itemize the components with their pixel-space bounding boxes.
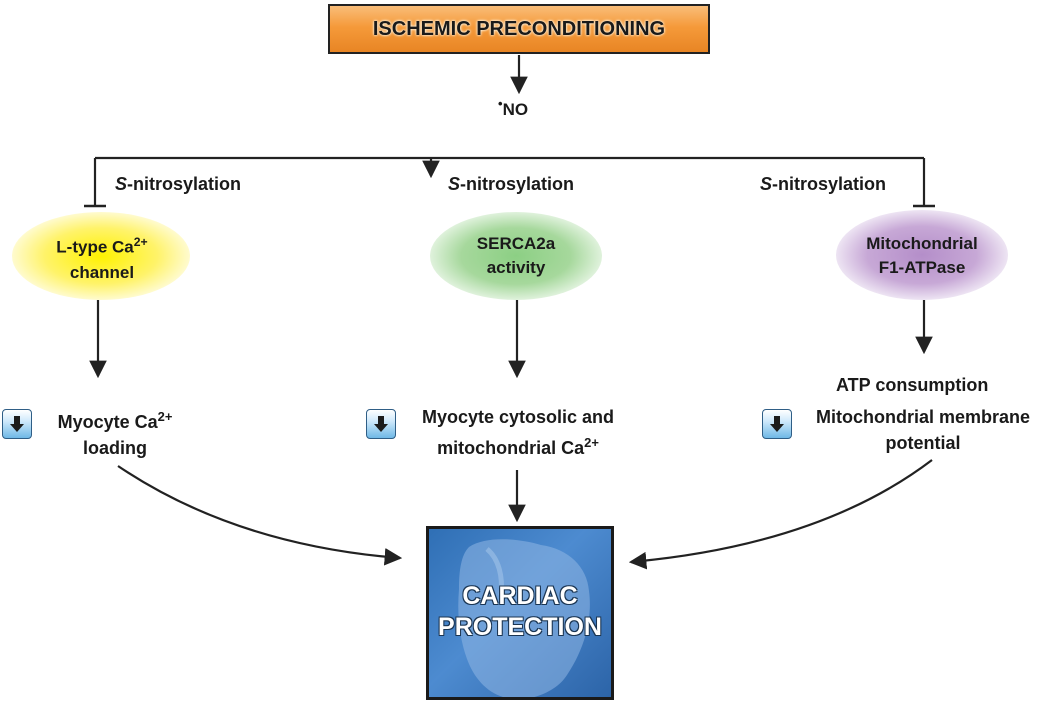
myocyte-cytosolic-mitochondrial-calcium-label: Myocyte cytosolic and mitochondrial Ca2+ [421, 407, 615, 458]
arrow-right-to-protection [628, 459, 933, 570]
serca2a-blob [430, 212, 602, 300]
mitochondrial-membrane-potential-label: Mitochondrial membrane potential [815, 407, 1031, 453]
myocyte-calcium-loading-label: Myocyte Ca2+ loading [57, 409, 173, 458]
nitric-oxide-label: •NO [498, 96, 529, 119]
s-nitrosylation-label-right: S-nitrosylation [760, 174, 887, 194]
s-nitrosylation-label-middle: S-nitrosylation [448, 174, 575, 194]
down-arrow-icon [762, 409, 792, 439]
l-type-calcium-channel-label: L-type Ca2+ channel [56, 235, 148, 282]
ischemic-preconditioning-label: ISCHEMIC PRECONDITIONING [372, 17, 666, 40]
mitochondrial-f1-atpase-label: Mitochondrial F1-ATPase [866, 234, 978, 277]
mitochondrial-atpase-blob [836, 210, 1008, 300]
arrow-left-to-protection [117, 465, 403, 566]
down-arrow-icon [366, 409, 396, 439]
ischemic-preconditioning-box: ISCHEMIC PRECONDITIONING [328, 4, 710, 54]
l-type-calcium-channel-blob [12, 212, 190, 300]
cardiac-protection-label: CARDIAC PROTECTION [438, 582, 602, 641]
radical-dot: • [498, 96, 503, 111]
down-arrow-icon [2, 409, 32, 439]
atp-consumption-label: ATP consumption [836, 375, 989, 395]
heart-silhouette-icon [458, 539, 590, 697]
serca2a-activity-label: SERCA2a activity [476, 234, 556, 277]
s-nitrosylation-label-left: S-nitrosylation [115, 174, 242, 194]
cardiac-protection-box: CARDIAC PROTECTION [426, 526, 614, 700]
